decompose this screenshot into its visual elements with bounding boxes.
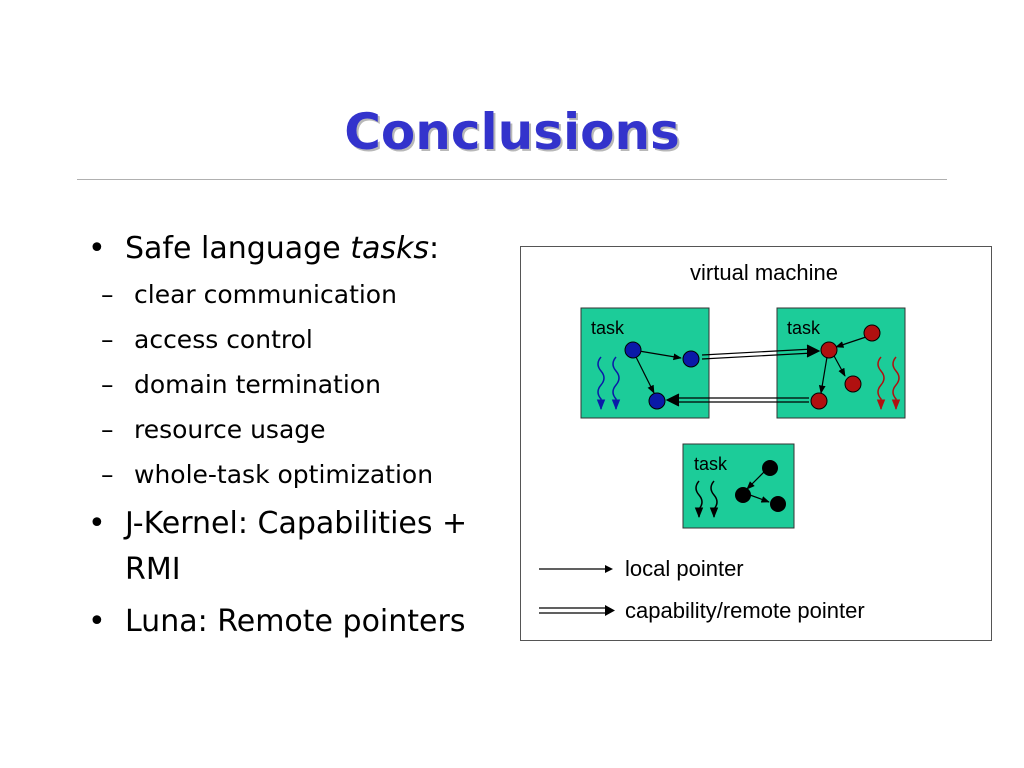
node-black bbox=[735, 460, 786, 512]
bullet-glyph: • bbox=[88, 231, 106, 266]
bullet-list: • Safe language tasks: –clear communicat… bbox=[88, 226, 608, 645]
sub-bullet-glyph: – bbox=[101, 415, 114, 444]
bullet-text: Safe language bbox=[125, 231, 351, 266]
thread-icons-right bbox=[876, 356, 901, 411]
legend-remote-label: capability/remote pointer bbox=[625, 598, 865, 623]
slide-title: Conclusions bbox=[344, 103, 680, 161]
sub-bullet-text: access control bbox=[134, 325, 313, 354]
diagram-title: virtual machine bbox=[690, 260, 838, 285]
bullet-j-kernel: • J-Kernel: Capabilities + RMI bbox=[88, 501, 608, 593]
legend: local pointer capability/remote pointer bbox=[539, 556, 865, 623]
virtual-machine-diagram: virtual machine task task task bbox=[520, 246, 992, 641]
sub-bullet-glyph: – bbox=[101, 280, 114, 309]
sub-bullet-glyph: – bbox=[101, 460, 114, 489]
sub-bullet-text: domain termination bbox=[134, 370, 381, 399]
sub-bullet-item: –domain termination bbox=[88, 362, 608, 407]
title-divider bbox=[77, 179, 947, 180]
bullet-luna: • Luna: Remote pointers bbox=[88, 599, 608, 645]
bullet-safe-language: • Safe language tasks: bbox=[88, 226, 608, 272]
task-label: task bbox=[787, 318, 821, 338]
legend-local-label: local pointer bbox=[625, 556, 744, 581]
node-blue bbox=[624, 341, 700, 410]
node-red bbox=[810, 324, 881, 410]
sub-bullet-item: –clear communication bbox=[88, 272, 608, 317]
bullet-glyph: • bbox=[88, 506, 106, 541]
task-label: task bbox=[591, 318, 625, 338]
thread-icons-bottom bbox=[694, 480, 719, 519]
sub-bullet-item: –resource usage bbox=[88, 407, 608, 452]
task-label: task bbox=[694, 454, 728, 474]
sub-bullet-item: –whole-task optimization bbox=[88, 452, 608, 497]
sub-bullet-glyph: – bbox=[101, 325, 114, 354]
bullet-glyph: • bbox=[88, 604, 106, 639]
sub-bullet-glyph: – bbox=[101, 370, 114, 399]
thread-icons-left bbox=[596, 356, 621, 411]
diagram-canvas: virtual machine task task task bbox=[539, 260, 906, 623]
sub-bullet-item: –access control bbox=[88, 317, 608, 362]
sub-bullet-container: –clear communication –access control –do… bbox=[88, 272, 608, 497]
bullet-text: Luna: Remote pointers bbox=[125, 604, 466, 639]
sub-bullet-text: resource usage bbox=[134, 415, 326, 444]
sub-bullet-list: –clear communication –access control –do… bbox=[88, 272, 608, 497]
sub-bullet-text: clear communication bbox=[134, 280, 397, 309]
bullet-text-suffix: : bbox=[428, 231, 440, 266]
sub-bullet-text: whole-task optimization bbox=[134, 460, 434, 489]
remote-pointers bbox=[665, 344, 821, 407]
bullet-text-italic: tasks bbox=[350, 231, 429, 266]
bullet-text: J-Kernel: Capabilities + RMI bbox=[125, 506, 468, 587]
